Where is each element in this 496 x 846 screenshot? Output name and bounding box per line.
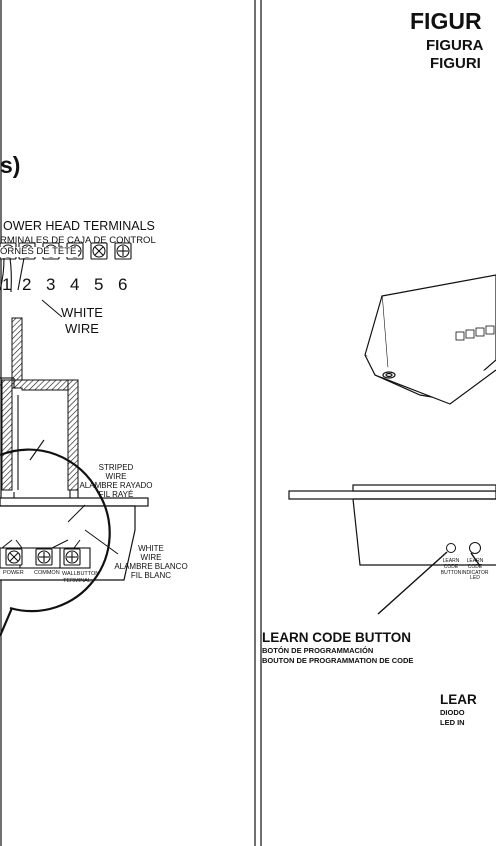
learn-code-button-title: LEARN CODE BUTTON xyxy=(262,630,412,645)
white-wire-top-line-1: WHITE xyxy=(61,305,103,320)
terminal-label-power: POWER xyxy=(3,570,24,576)
figure-title-en: FIGUR xyxy=(410,8,482,34)
right-pointer-lines xyxy=(377,551,481,615)
terminal-label-common: COMMON xyxy=(34,570,60,576)
learn-code-led-fr: LED IN xyxy=(440,718,465,727)
terminals-heading-en: OWER HEAD TERMINALS xyxy=(3,219,155,233)
small-label-learn-code-button: LEARN CODE BUTTON xyxy=(440,558,462,576)
white-wire-bottom-line-2: WIRE xyxy=(140,553,162,562)
magnifier-circle xyxy=(0,448,111,613)
opener-terminal-strip xyxy=(455,325,495,341)
striped-wire-line-3: ALAMBRE RAYADO xyxy=(79,481,153,490)
striped-wire-down xyxy=(67,379,79,491)
terminal-number-5: 5 xyxy=(94,275,104,294)
striped-wire-label: STRIPED WIRE ALAMBRE RAYADO FIL RAYÉ xyxy=(76,464,156,499)
learn-code-button-fr: BOUTON DE PROGRAMMATION DE CODE xyxy=(262,656,414,665)
page-borders xyxy=(0,0,262,846)
terminal-block-bottom xyxy=(0,547,91,569)
white-wire-bottom-line-1: WHITE xyxy=(138,544,164,553)
wire-funnels xyxy=(1,539,81,549)
small-label-learn-code-led: LEARN CODE INDICATOR LED xyxy=(461,558,489,582)
terminal-number-2: 2 xyxy=(22,275,32,294)
figure-title-es: FIGURA xyxy=(426,37,484,54)
terminals-heading-fr: ORNES DE TÊTE xyxy=(0,246,79,257)
magnifier-handle xyxy=(0,607,14,637)
top-wires xyxy=(0,257,25,293)
terminal-label-wallbutton: WALLBUTTON TERMINAL xyxy=(62,571,100,584)
figure-title-fr: FIGURI xyxy=(430,55,481,72)
white-wire-bottom-label: WHITE WIRE ALAMBRE BLANCO FIL BLANC xyxy=(106,545,196,580)
left-pointer-lines xyxy=(41,299,119,555)
terminal-number-1: 1 xyxy=(2,275,12,294)
white-wire-top-line-2: WIRE xyxy=(65,321,99,336)
learn-code-led-es: DIODO xyxy=(440,708,465,717)
learn-code-led-title: LEAR xyxy=(440,692,477,707)
white-wire-bottom-line-4: FIL BLANC xyxy=(130,571,172,580)
opener-unit xyxy=(364,274,496,405)
learn-code-button-icon xyxy=(446,543,456,553)
white-wire-top-label: WHITE WIRE xyxy=(60,306,104,335)
striped-wire-line-1: STRIPED xyxy=(98,463,134,472)
learn-code-led-icon xyxy=(469,542,481,554)
terminal-number-4: 4 xyxy=(70,275,80,294)
learn-code-parts xyxy=(446,542,481,554)
learn-code-button-es: BOTÓN DE PROGRAMMACIÓN xyxy=(262,646,374,655)
terminal-number-3: 3 xyxy=(46,275,56,294)
striped-wire-line-2: WIRE xyxy=(105,472,127,481)
striped-wire-left xyxy=(1,379,13,491)
terminals-heading-es: RMINALES DE CAJA DE CONTROL xyxy=(0,235,156,246)
section-heading-fragment: s) xyxy=(0,152,21,178)
white-wire-bottom-line-3: ALAMBRE BLANCO xyxy=(114,562,188,571)
terminal-number-6: 6 xyxy=(118,275,128,294)
opener-bottom-view xyxy=(288,484,496,566)
striped-wire-line-4: FIL RAYÉ xyxy=(98,490,134,499)
